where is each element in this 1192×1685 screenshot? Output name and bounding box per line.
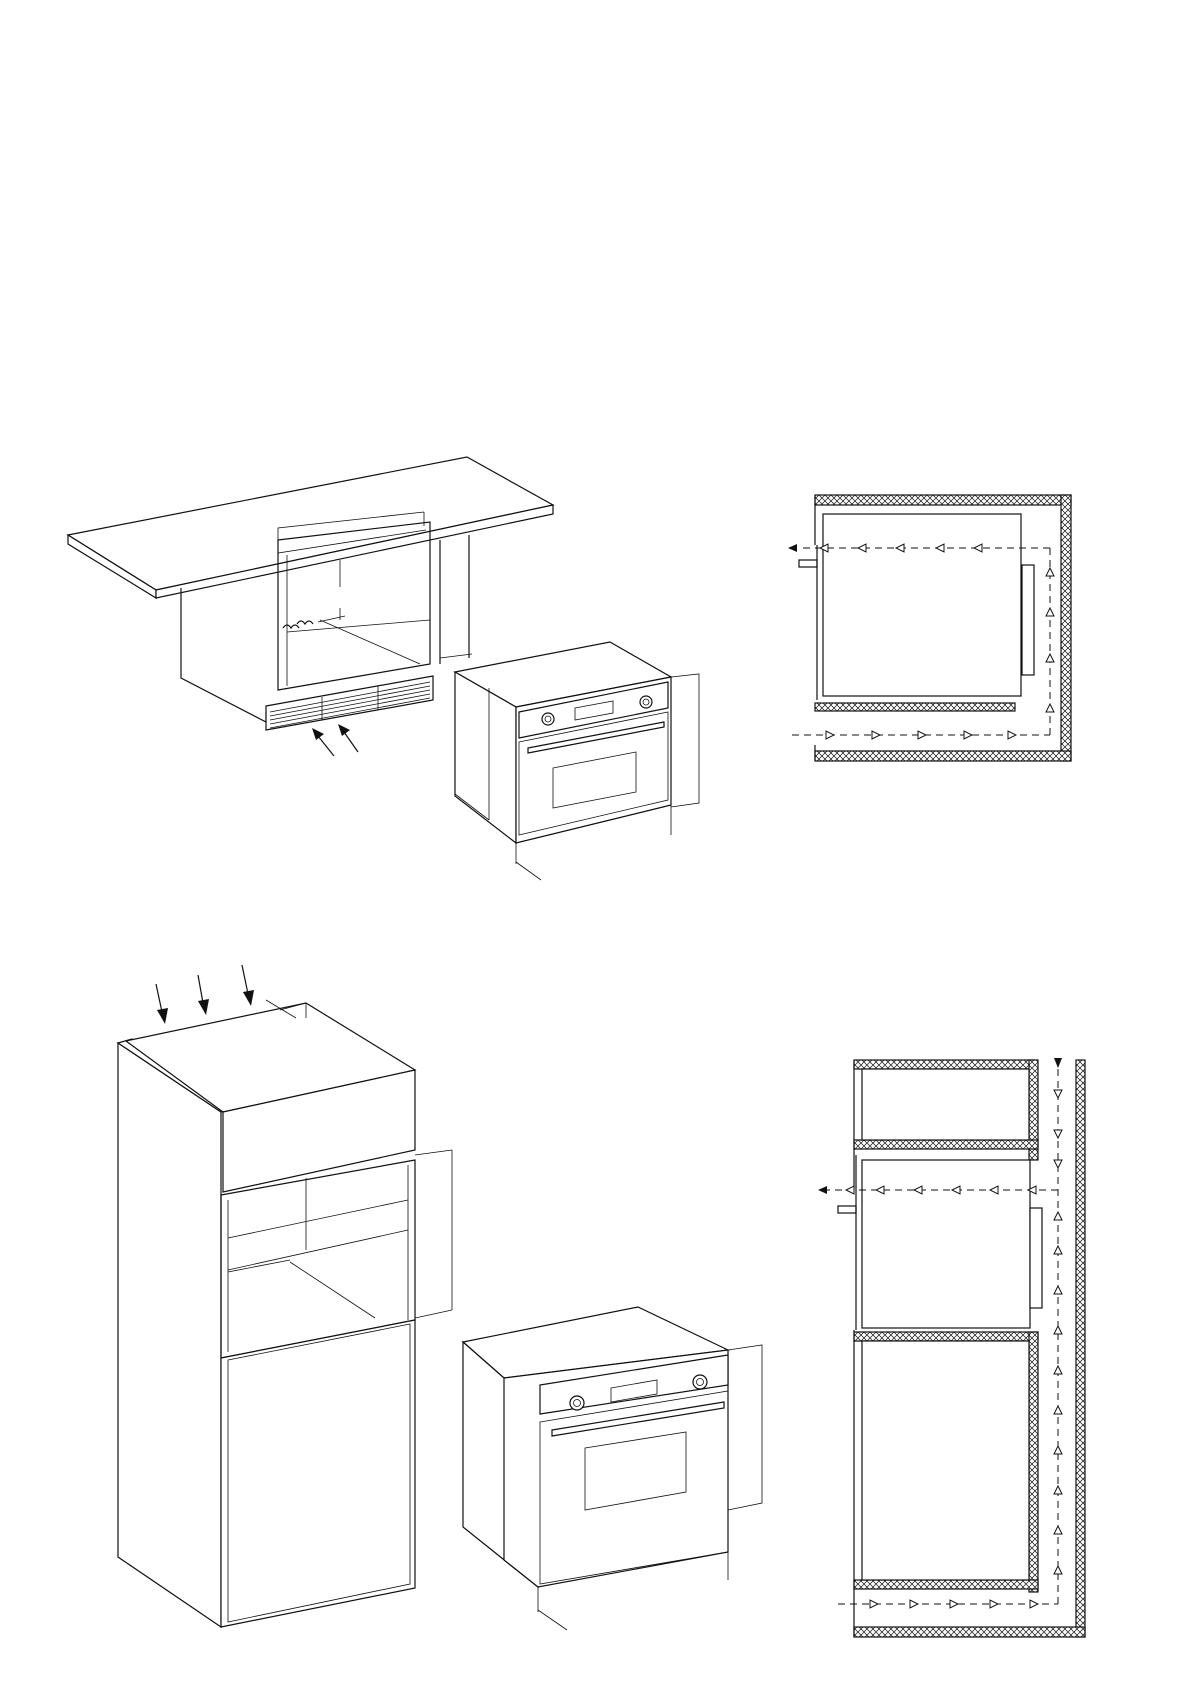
oven-appliance-2	[463, 1307, 762, 1630]
worktop	[68, 457, 553, 598]
oven-section-1	[799, 514, 1034, 700]
oven-section-2	[838, 1155, 1042, 1330]
air-outlet-arrows	[156, 965, 254, 1024]
undercounter-installation	[68, 457, 699, 880]
undercounter-airflow-section	[788, 495, 1071, 761]
oven-appliance-1	[455, 642, 699, 880]
air-intake-arrows	[312, 724, 358, 756]
tall-column-installation	[118, 965, 762, 1630]
tall-column-airflow-section	[818, 1058, 1085, 1637]
